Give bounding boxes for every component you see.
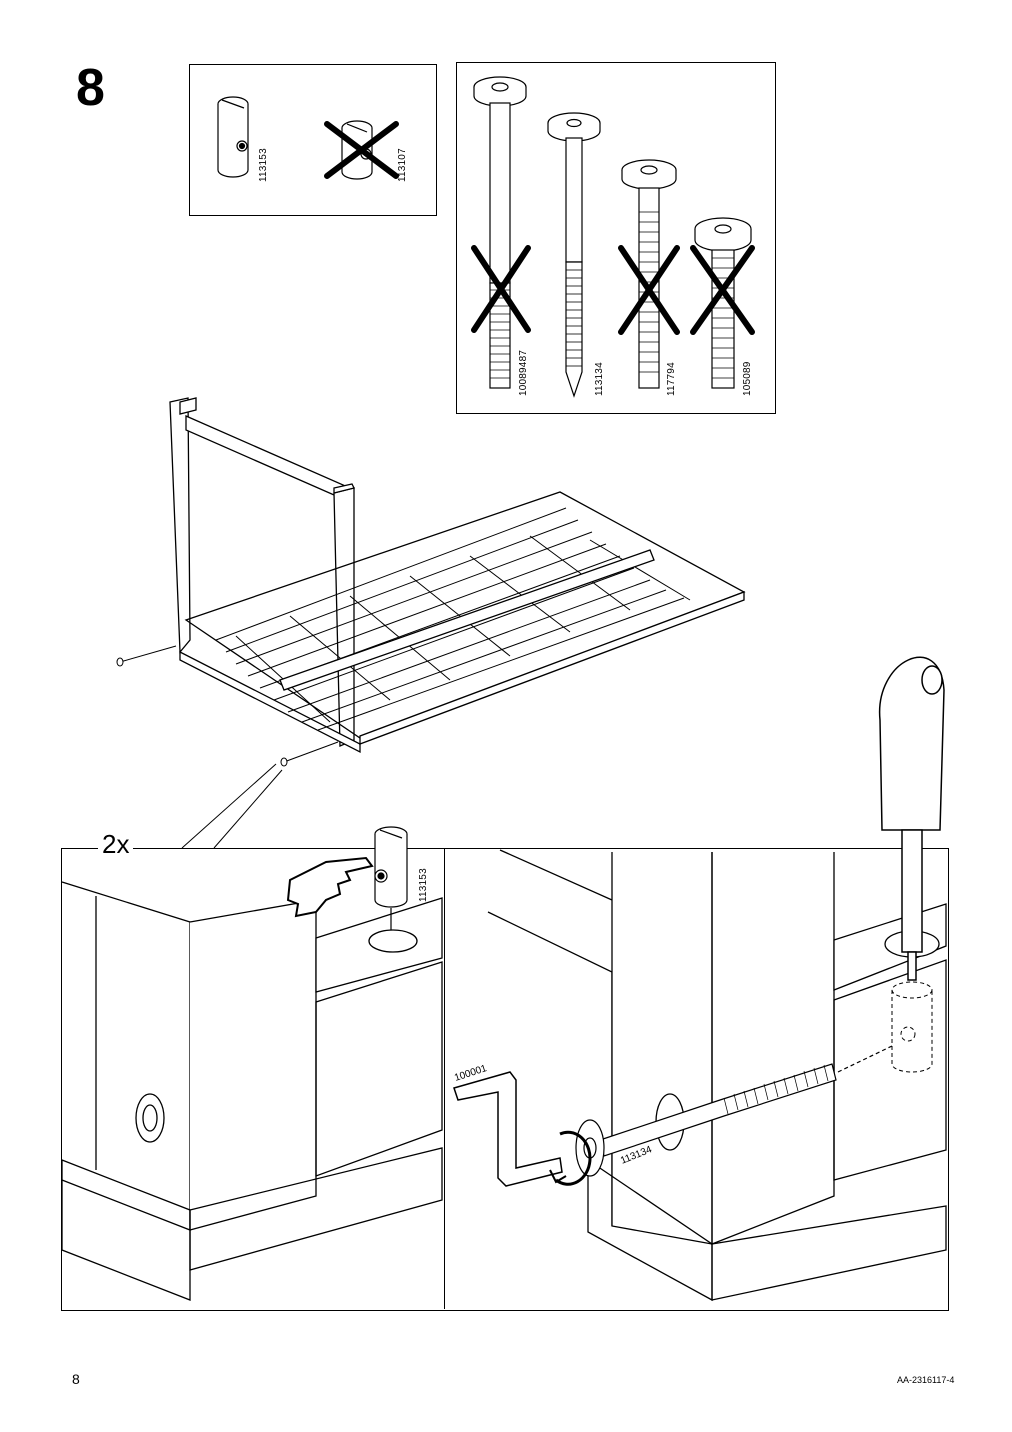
leg-detail-left bbox=[61, 881, 443, 1301]
bolt-insert-icon bbox=[116, 645, 339, 767]
bolt-hole-icon bbox=[142, 1104, 158, 1132]
quantity-multiplier: 2x bbox=[98, 831, 134, 857]
leg-detail-right bbox=[487, 849, 947, 1302]
cross-out-icon bbox=[690, 245, 755, 335]
detail-divider bbox=[444, 848, 445, 1309]
dowel-hole-icon bbox=[368, 929, 418, 953]
bench-leg-frame bbox=[169, 397, 191, 654]
rotate-clockwise-icon bbox=[549, 1130, 592, 1186]
cam-dowel-correct-icon bbox=[217, 96, 249, 178]
cross-out-icon bbox=[471, 245, 531, 333]
pointing-hand-icon bbox=[286, 856, 374, 918]
cross-out-icon bbox=[618, 245, 680, 335]
bolt-113134-icon bbox=[547, 112, 601, 398]
detail-dowel-id: 113153 bbox=[418, 868, 429, 902]
cross-out-icon bbox=[324, 121, 399, 179]
step-number: 8 bbox=[76, 59, 105, 117]
hex-key-icon bbox=[453, 1071, 563, 1187]
dowel-inside-icon bbox=[891, 981, 933, 1073]
cam-dowel-icon bbox=[374, 826, 408, 930]
page-number: 8 bbox=[72, 1371, 80, 1387]
bolt-10089487-icon bbox=[473, 76, 527, 389]
document-code: AA-2316117-4 bbox=[897, 1375, 955, 1385]
screwdriver-icon bbox=[879, 656, 945, 981]
